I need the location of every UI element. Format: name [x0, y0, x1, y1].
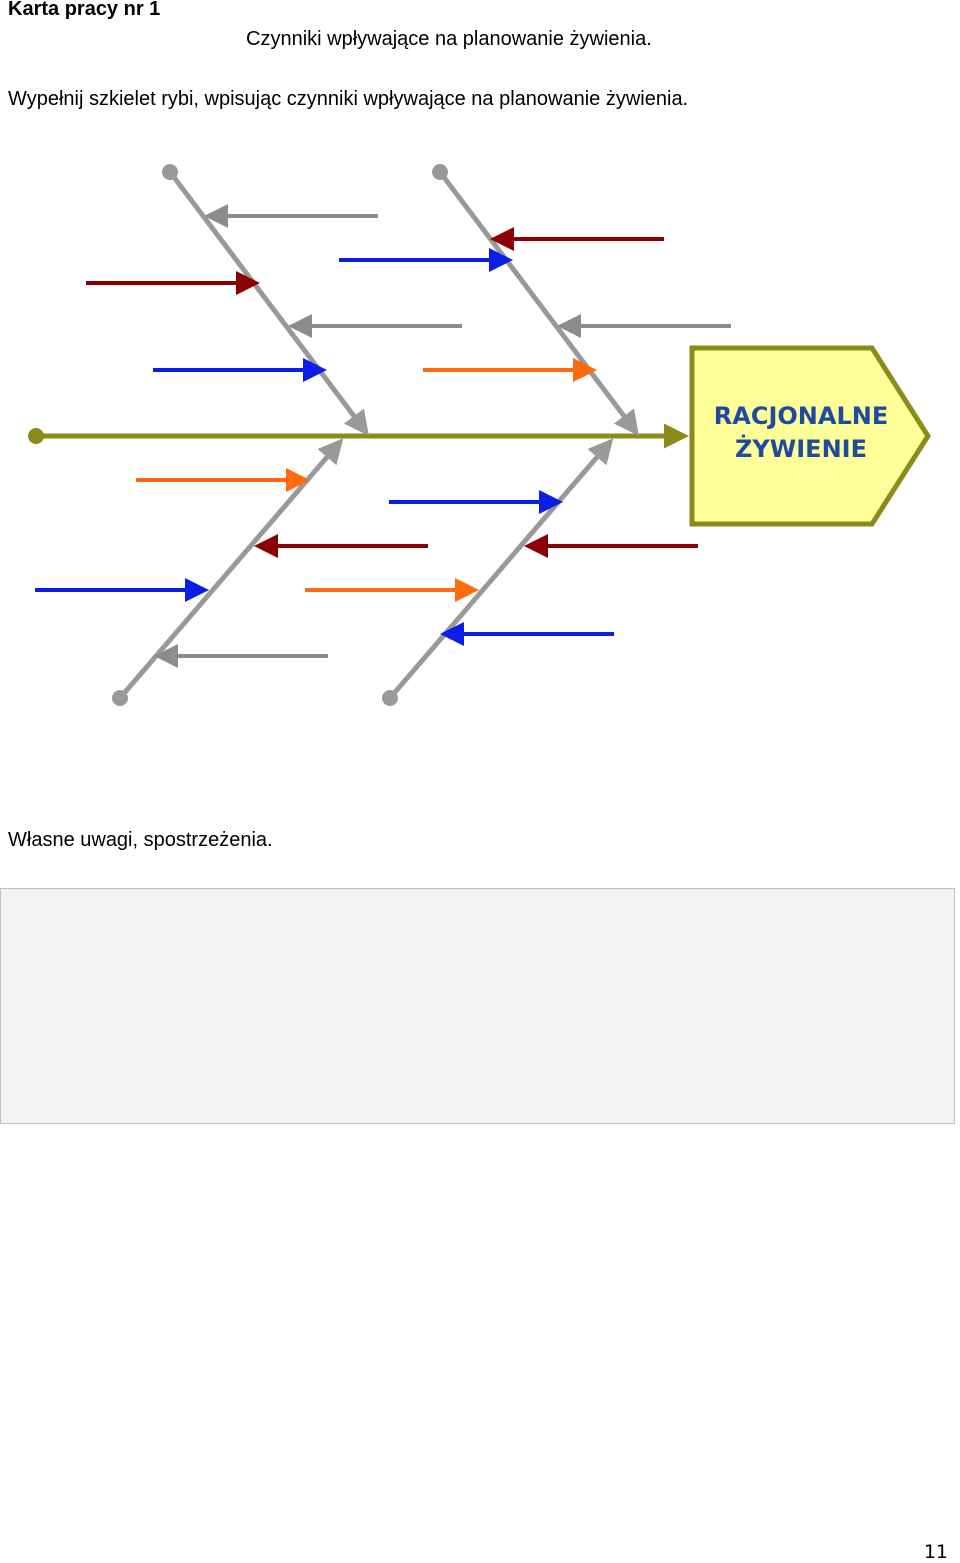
fishbone-head: RACJONALNE ŻYWIENIE	[689, 345, 931, 527]
spine-tail-dot	[28, 428, 44, 444]
bone-lower-left-end	[112, 690, 128, 706]
bone-lower-right	[388, 438, 614, 700]
bone-upper-right	[438, 170, 640, 436]
worksheet-subtitle: Czynniki wpływające na planowanie żywien…	[246, 28, 652, 50]
page-number: 11	[923, 1541, 948, 1563]
bone-upper-left-end	[162, 164, 178, 180]
notes-label: Własne uwagi, spostrzeżenia.	[8, 829, 273, 851]
bone-lower-right-end	[382, 690, 398, 706]
fishbone-head-label-1: RACJONALNE	[714, 402, 888, 430]
instruction-text: Wypełnij szkielet rybi, wpisując czynnik…	[8, 88, 689, 110]
notes-box[interactable]	[0, 888, 955, 1124]
fishbone-head-label-2: ŻYWIENIE	[735, 434, 867, 463]
fishbone-diagram: RACJONALNE ŻYWIENIE	[28, 164, 931, 706]
bone-upper-left	[168, 170, 370, 436]
sheet-title: Karta pracy nr 1	[8, 0, 161, 20]
bone-upper-right-end	[432, 164, 448, 180]
